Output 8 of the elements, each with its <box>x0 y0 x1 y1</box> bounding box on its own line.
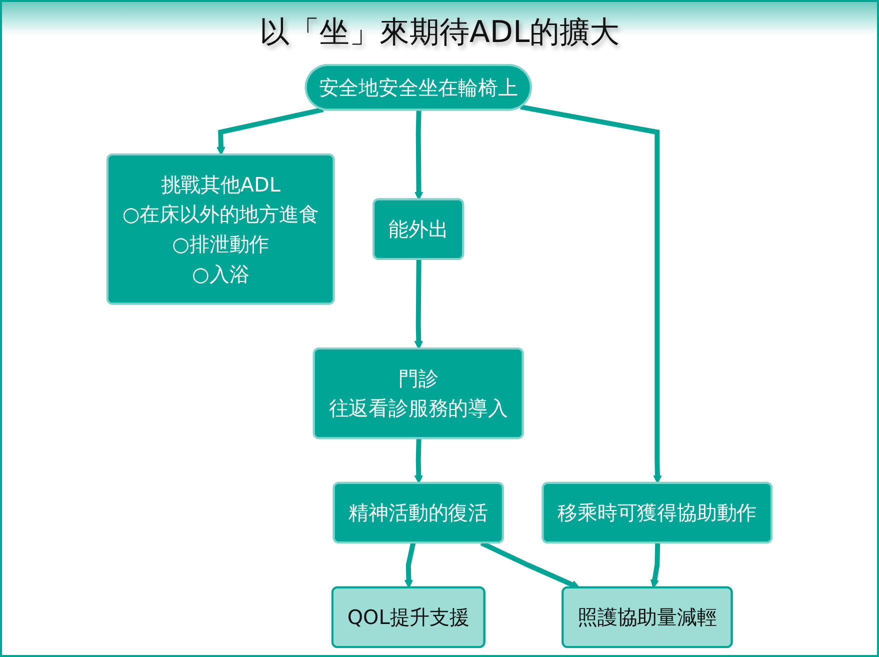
arrow <box>414 438 424 484</box>
arrow <box>414 110 424 200</box>
arrow <box>414 259 424 350</box>
arrow <box>650 543 660 588</box>
arrow <box>520 104 662 484</box>
diagram-title: 以「坐」來期待ADL的擴大 <box>259 14 620 52</box>
arrow <box>404 542 416 588</box>
arrow <box>216 107 324 156</box>
